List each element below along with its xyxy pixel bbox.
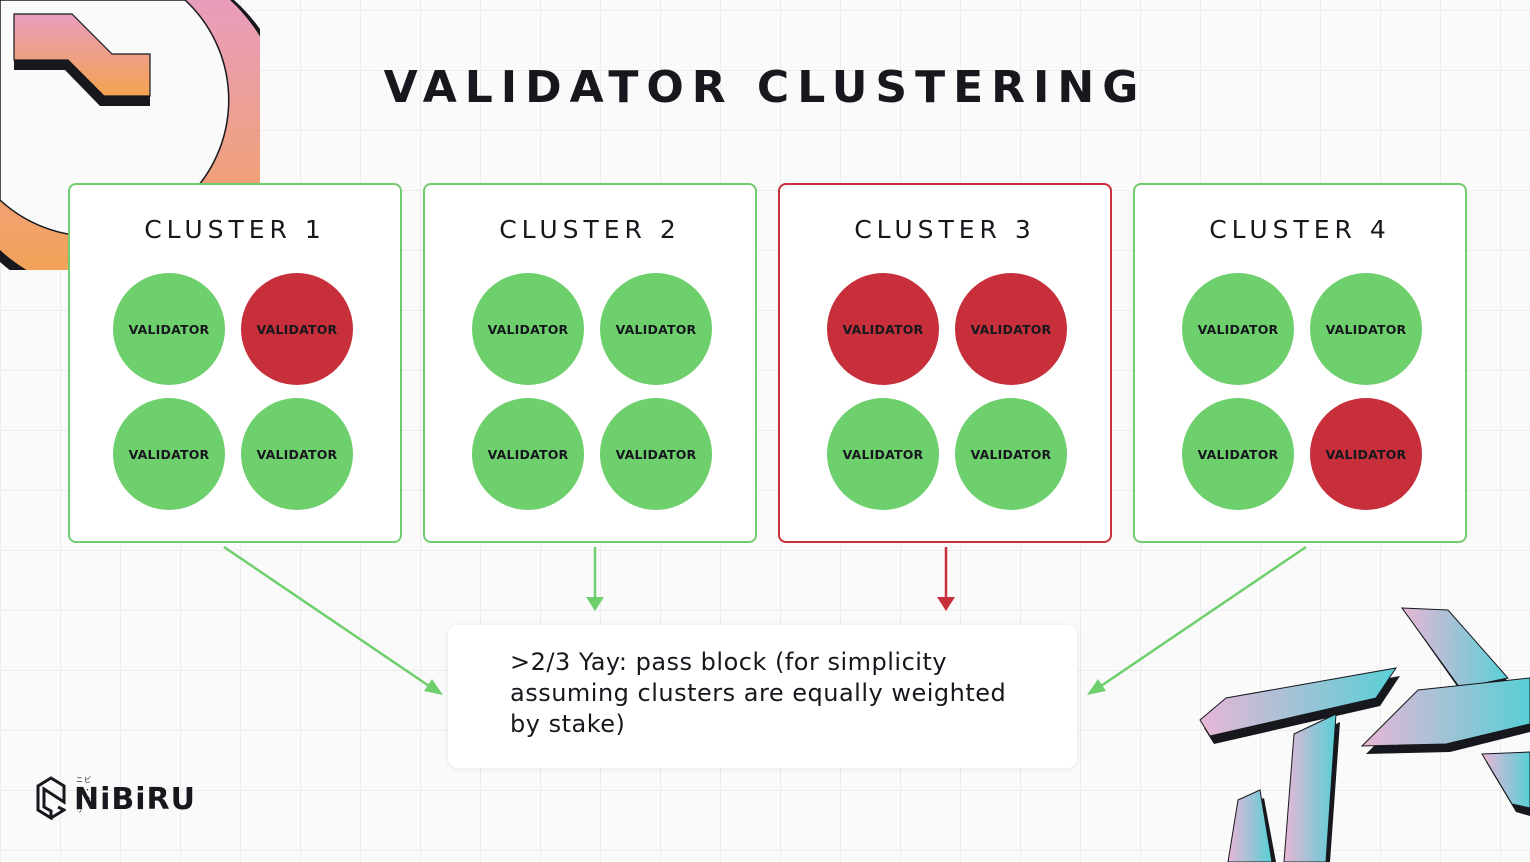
validator-node: VALIDATOR bbox=[600, 398, 712, 510]
arrow-cluster-2 bbox=[586, 547, 604, 611]
validator-node: VALIDATOR bbox=[1182, 273, 1294, 385]
cluster-4-panel: CLUSTER 4 VALIDATOR VALIDATOR VALIDATOR … bbox=[1133, 183, 1467, 543]
cluster-3-panel: CLUSTER 3 VALIDATOR VALIDATOR VALIDATOR … bbox=[778, 183, 1112, 543]
nibiru-logo-icon bbox=[36, 776, 68, 821]
logo-subtitle: ニビル・クサリ bbox=[76, 776, 92, 814]
validator-node: VALIDATOR bbox=[827, 273, 939, 385]
decorative-angular-shapes bbox=[1199, 607, 1530, 862]
cluster-title: CLUSTER 1 bbox=[144, 215, 326, 244]
validator-node: VALIDATOR bbox=[241, 273, 353, 385]
cluster-1-panel: CLUSTER 1 VALIDATOR VALIDATOR VALIDATOR … bbox=[68, 183, 402, 543]
cluster-title: CLUSTER 2 bbox=[499, 215, 681, 244]
nibiru-logo: ニビル・クサリ NiBiRU bbox=[36, 776, 195, 825]
validator-node: VALIDATOR bbox=[1182, 398, 1294, 510]
logo-wordmark: NiBiRU bbox=[74, 782, 197, 817]
validator-node: VALIDATOR bbox=[1310, 273, 1422, 385]
validator-node: VALIDATOR bbox=[600, 273, 712, 385]
arrow-cluster-3 bbox=[937, 547, 955, 611]
page-title: VALIDATOR CLUSTERING bbox=[383, 62, 1147, 113]
cluster-title: CLUSTER 4 bbox=[1209, 215, 1391, 244]
arrow-cluster-4 bbox=[1087, 545, 1307, 695]
validator-node: VALIDATOR bbox=[113, 398, 225, 510]
validator-node: VALIDATOR bbox=[113, 273, 225, 385]
cluster-2-panel: CLUSTER 2 VALIDATOR VALIDATOR VALIDATOR … bbox=[423, 183, 757, 543]
validator-node: VALIDATOR bbox=[827, 398, 939, 510]
validator-node: VALIDATOR bbox=[472, 273, 584, 385]
validator-node: VALIDATOR bbox=[955, 273, 1067, 385]
validator-node: VALIDATOR bbox=[241, 398, 353, 510]
arrow-cluster-1 bbox=[223, 545, 443, 695]
cluster-title: CLUSTER 3 bbox=[854, 215, 1036, 244]
result-callout: >2/3 Yay: pass block (for simplicity ass… bbox=[448, 625, 1077, 768]
validator-node: VALIDATOR bbox=[472, 398, 584, 510]
result-text: >2/3 Yay: pass block (for simplicity ass… bbox=[510, 648, 1007, 738]
validator-node: VALIDATOR bbox=[955, 398, 1067, 510]
validator-node: VALIDATOR bbox=[1310, 398, 1422, 510]
